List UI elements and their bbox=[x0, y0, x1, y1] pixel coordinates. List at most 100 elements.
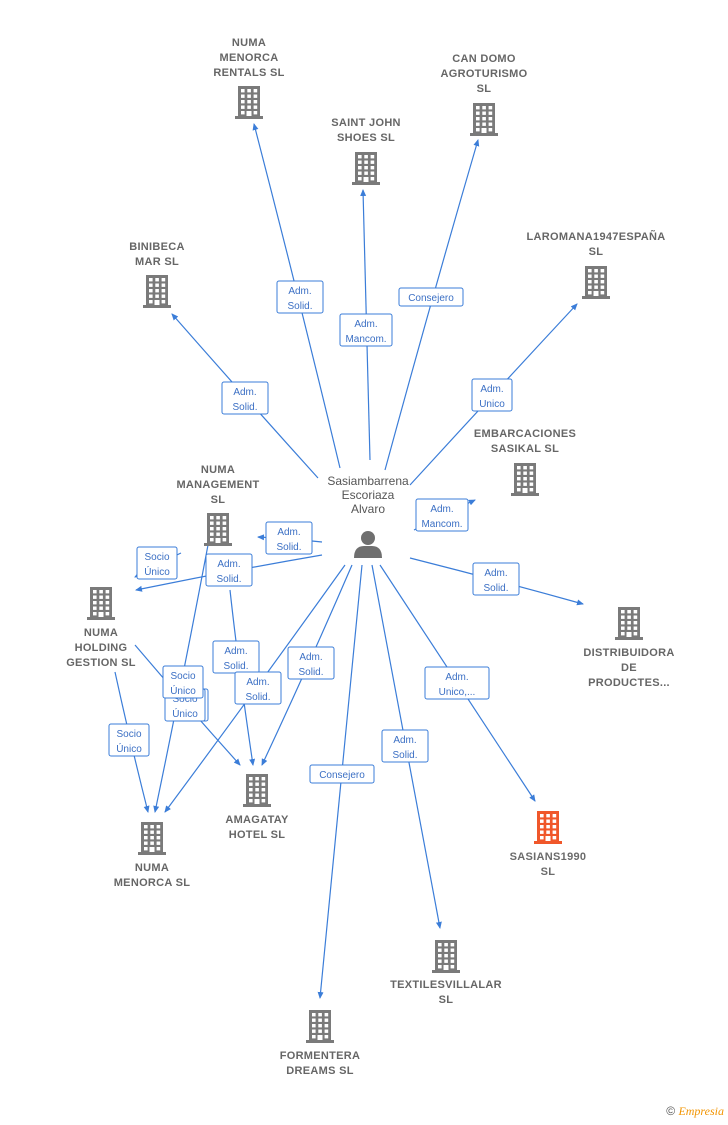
relation-text: Mancom. bbox=[345, 334, 386, 345]
company-label-line: SL bbox=[589, 246, 604, 258]
company-label-line: AMAGATAY bbox=[225, 814, 289, 826]
company-node-saint_john[interactable]: SAINT JOHN SHOES SL bbox=[331, 117, 401, 185]
relation-label-r15[interactable]: Adm.Unico,... bbox=[424, 666, 490, 700]
building-icon bbox=[582, 266, 610, 299]
company-label-line: GESTION SL bbox=[66, 657, 136, 669]
building-icon bbox=[243, 774, 271, 807]
relation-text: Socio bbox=[116, 729, 141, 740]
company-label-line: TEXTILESVILLALAR bbox=[390, 979, 502, 991]
company-node-distribuidora[interactable]: DISTRIBUIDORA DE PRODUCTES... bbox=[583, 607, 674, 689]
relation-text: Adm. bbox=[233, 387, 256, 398]
building-icon bbox=[204, 513, 232, 546]
person-icon bbox=[354, 531, 382, 558]
company-label-line: PRODUCTES... bbox=[588, 677, 670, 689]
relation-label-r14[interactable]: Adm.Solid. bbox=[287, 646, 335, 680]
company-node-numa_holding[interactable]: NUMA HOLDING GESTION SL bbox=[66, 587, 136, 669]
company-node-embarcaciones[interactable]: EMBARCACIONES SASIKAL SL bbox=[474, 428, 576, 496]
relation-label-r10[interactable]: Adm. Solid. bbox=[472, 562, 520, 596]
relation-label-r3[interactable]: Consejero bbox=[398, 287, 464, 307]
company-node-numa_menorca_rentals[interactable]: NUMA MENORCA RENTALS SL bbox=[213, 37, 284, 119]
person-label-line: Sasiambarrena bbox=[327, 474, 409, 488]
building-icon bbox=[352, 152, 380, 185]
relation-text: Adm. bbox=[484, 568, 507, 579]
company-label-line: LAROMANA1947ESPAÑA bbox=[526, 230, 665, 243]
relation-text: Solid. bbox=[483, 583, 508, 594]
company-node-numa_menorca[interactable]: NUMA MENORCA SL bbox=[114, 822, 191, 889]
relation-label-r7[interactable]: Adm.Solid. bbox=[265, 521, 313, 555]
company-label-line: DE bbox=[621, 662, 637, 674]
relation-label-r19[interactable]: Consejero bbox=[309, 764, 375, 784]
relation-text: Unico,... bbox=[439, 687, 476, 698]
company-node-laromana[interactable]: LAROMANA1947ESPAÑA SL bbox=[526, 230, 665, 299]
company-node-formentera[interactable]: FORMENTERA DREAMS SL bbox=[280, 1010, 361, 1077]
person-label-line: Alvaro bbox=[351, 502, 385, 516]
company-node-amagatay[interactable]: AMAGATAY HOTEL SL bbox=[225, 774, 289, 841]
company-label-line: NUMA bbox=[84, 627, 118, 639]
relation-text: Adm. bbox=[430, 504, 453, 515]
relation-label-r9[interactable]: Adm. Solid. bbox=[205, 553, 253, 587]
relation-text: Adm. bbox=[354, 319, 377, 330]
relation-text: Adm. bbox=[393, 735, 416, 746]
copyright-symbol: © bbox=[666, 1104, 676, 1118]
relation-label-r5[interactable]: Adm.Solid. bbox=[221, 381, 269, 415]
relation-label-r18[interactable]: Adm.Solid. bbox=[234, 671, 282, 705]
relation-label-r2[interactable]: Adm. Mancom. bbox=[339, 313, 393, 347]
relation-text: Único bbox=[144, 565, 170, 578]
company-label-line: MENORCA SL bbox=[114, 877, 191, 889]
company-label-line: SL bbox=[439, 994, 454, 1006]
relation-text: Solid. bbox=[245, 692, 270, 703]
company-label-line: NUMA bbox=[232, 37, 266, 49]
company-label-line: SL bbox=[211, 494, 226, 506]
person-label-line: Escoriaza bbox=[342, 488, 395, 502]
company-label-line: SL bbox=[477, 83, 492, 95]
relation-text: Socio bbox=[172, 694, 197, 705]
company-label-line: DISTRIBUIDORA bbox=[583, 647, 674, 659]
relation-label-r4[interactable]: Adm.Unico bbox=[471, 378, 513, 412]
relation-text: Adm. bbox=[217, 559, 240, 570]
relation-text: Socio bbox=[170, 671, 195, 682]
company-label-line: NUMA bbox=[135, 862, 169, 874]
relation-label-r20[interactable]: Adm.Solid. bbox=[381, 729, 429, 763]
relation-text: Solid. bbox=[216, 574, 241, 585]
relation-text: Único bbox=[170, 684, 196, 697]
relation-label-r1[interactable]: Adm.Solid. bbox=[276, 280, 324, 314]
relation-text: Adm. bbox=[299, 652, 322, 663]
relation-text: Adm. bbox=[277, 527, 300, 538]
building-icon bbox=[432, 940, 460, 973]
company-label-line: MENORCA bbox=[220, 52, 279, 64]
company-label-line: EMBARCACIONES bbox=[474, 428, 576, 440]
company-label-line: DREAMS SL bbox=[286, 1065, 353, 1077]
relation-text: Único bbox=[172, 707, 198, 720]
relation-text: Consejero bbox=[408, 293, 454, 304]
company-label-line: RENTALS SL bbox=[213, 67, 284, 79]
company-label-line: SAINT JOHN bbox=[331, 117, 401, 129]
relation-text: Adm. bbox=[224, 646, 247, 657]
relation-text: Único bbox=[116, 742, 142, 755]
company-label-line: HOTEL SL bbox=[229, 829, 286, 841]
company-label-line: SHOES SL bbox=[337, 132, 395, 144]
company-node-textiles[interactable]: TEXTILESVILLALAR SL bbox=[390, 940, 502, 1006]
relation-label-r6[interactable]: Adm.Mancom. bbox=[415, 498, 469, 532]
company-label-line: HOLDING bbox=[75, 642, 128, 654]
company-label-line: SASIKAL SL bbox=[491, 443, 559, 455]
building-icon bbox=[615, 607, 643, 640]
building-icon bbox=[235, 86, 263, 119]
relation-text: Solid. bbox=[223, 661, 248, 672]
brand-logo[interactable]: Empresia bbox=[678, 1104, 724, 1118]
company-label-line: SL bbox=[541, 866, 556, 878]
building-icon bbox=[143, 275, 171, 308]
building-icon bbox=[534, 811, 562, 844]
relation-label-r12[interactable]: Adm. Solid. bbox=[212, 640, 260, 674]
company-label-line: CAN DOMO bbox=[452, 53, 516, 65]
company-label-line: FORMENTERA bbox=[280, 1050, 361, 1062]
relations-layer: SocioÚnicoSocioÚnicoSocioÚnicoSocioÚnico… bbox=[108, 280, 520, 784]
